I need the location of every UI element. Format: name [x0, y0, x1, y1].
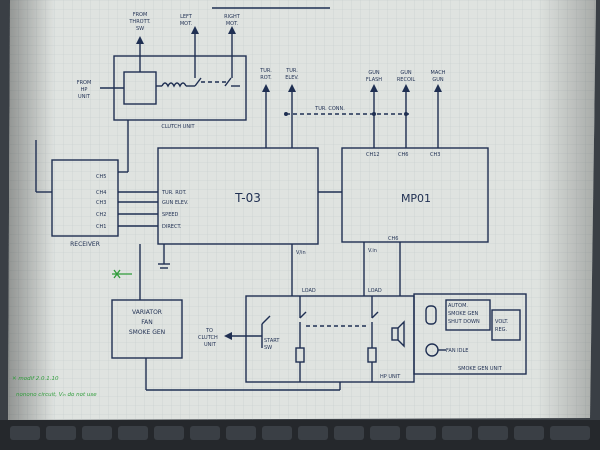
modification-mark	[112, 269, 132, 279]
label-tur-elev-2: ELEV.	[285, 75, 299, 81]
arrowheads	[136, 26, 442, 340]
label-mach-gun-2: GUN	[432, 77, 444, 83]
label-load-1: LOAD	[302, 288, 316, 294]
t03-input-direct: DIRECT.	[162, 224, 182, 230]
note-circuit: nonono circuit, Vᵢₙ do not use	[16, 392, 97, 398]
label-start-sw-1: START	[264, 338, 280, 344]
label-to-clutch-3: UNIT	[204, 342, 217, 348]
mp01-box	[341, 147, 489, 243]
label-left-mot-1: LEFT	[180, 14, 193, 20]
label-tur-elev-1: TUR.	[285, 68, 298, 74]
variator-line-2: FAN	[141, 319, 153, 326]
wiring	[35, 7, 527, 391]
label-to-clutch-2: CLUTCH	[198, 335, 218, 341]
label-right-mot-1: RIGHT	[224, 14, 241, 20]
label-smoke-gen-unit: SMOKE GEN UNIT	[458, 366, 503, 372]
label-fan-idle: FAN IDLE	[446, 348, 468, 354]
label-shutdown-3: SHUT DOWN	[448, 319, 480, 325]
receiver-ch5: CH5	[96, 174, 106, 180]
receiver-ch3: CH3	[96, 200, 106, 206]
label-gun-flash-2: FLASH	[366, 77, 382, 83]
label-to-clutch-1: TO	[205, 328, 213, 334]
label-tur-rot-2: ROT.	[260, 75, 272, 81]
label-from-throttle-1: FROM	[133, 12, 148, 18]
paper-sheet	[8, 0, 596, 420]
receiver-box	[51, 159, 119, 237]
receiver-ch4: CH4	[96, 190, 106, 196]
label-gun-recoil-2: RECOIL	[397, 77, 416, 83]
label-from-hp-3: UNIT	[78, 94, 91, 100]
variator-line-1: VARIATOR	[132, 309, 162, 316]
label-from-throttle-3: SW	[136, 26, 144, 32]
label-receiver: RECEIVER	[70, 241, 100, 248]
label-start-sw-2: SW	[264, 345, 272, 351]
mp01-ch3: CH3	[430, 152, 440, 158]
label-volt-reg-2: REG.	[495, 327, 508, 333]
label-tur-conn: TUR. CONN.	[314, 106, 345, 112]
receiver-ch1: CH1	[96, 224, 106, 230]
label-shutdown-2: SMOKE GEN	[448, 311, 478, 317]
mp01-vin: V.in	[368, 248, 377, 254]
label-right-mot-2: MOT.	[226, 21, 239, 27]
mp01-title: MP01	[401, 192, 431, 205]
label-gun-flash-1: GUN	[368, 70, 380, 76]
keyboard-edge	[0, 420, 600, 450]
mp01-ch12: CH12	[366, 152, 380, 158]
smoke-gen-unit-box	[413, 293, 527, 375]
label-from-hp-1: FROM	[77, 80, 92, 86]
label-from-hp-2: HP	[81, 87, 88, 93]
t03-input-gun-elev: GUN ELEV.	[162, 200, 189, 206]
label-load-2: LOAD	[368, 288, 382, 294]
note-modif: ✕ modif 2.0.1.10	[12, 376, 59, 382]
variator-box	[111, 299, 183, 359]
mp01-ch6: CH6	[398, 152, 408, 158]
label-volt-reg-1: VOLT.	[495, 319, 509, 325]
label-left-mot-2: MOT.	[180, 21, 193, 27]
label-gun-recoil-1: GUN	[400, 70, 412, 76]
label-from-throttle-2: THROTT.	[128, 19, 151, 25]
label-shutdown-1: AUTOM.	[448, 303, 468, 309]
variator-line-3: SMOKE GEN	[129, 329, 165, 336]
smoke-shutdown-box	[445, 299, 491, 331]
label-clutch-unit: CLUTCH UNIT	[161, 124, 195, 130]
label-mach-gun-1: MACH	[431, 70, 446, 76]
t03-input-tur-rot: TUR. ROT.	[161, 190, 187, 196]
t03-box	[157, 147, 319, 245]
volt-reg-box	[491, 309, 521, 341]
t03-vin: V/in	[296, 250, 306, 256]
t03-input-speed: SPEED	[162, 212, 179, 218]
label-tur-rot-1: TUR.	[259, 68, 272, 74]
label-hp-unit: HP UNIT	[380, 374, 401, 380]
t03-title: T-03	[234, 191, 261, 205]
mp01-bottom-ch6: CH6	[388, 236, 398, 242]
receiver-ch2: CH2	[96, 212, 106, 218]
